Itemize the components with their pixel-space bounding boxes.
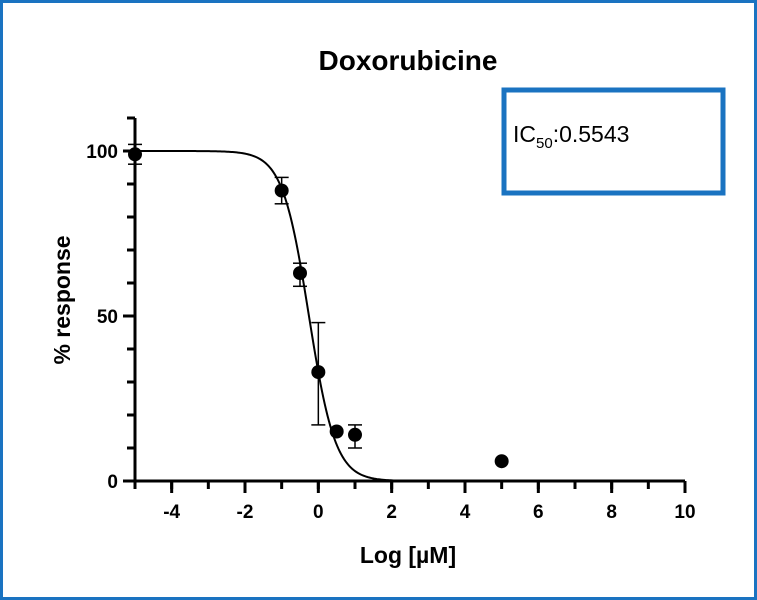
data-point [274, 183, 289, 198]
fit-curve [135, 150, 685, 482]
data-point [293, 266, 307, 281]
data-point [348, 427, 362, 442]
x-tick-label: 8 [606, 502, 617, 523]
x-tick-label: -4 [163, 502, 180, 523]
data-points [128, 147, 509, 469]
error-bars [128, 143, 362, 449]
ic50-annotation: IC50:0.5543 [501, 87, 726, 196]
x-tick-label: -2 [237, 502, 254, 523]
data-point [128, 147, 142, 162]
ic50-value: :0.5543 [553, 121, 630, 147]
ic50-label-subscript: 50 [536, 135, 553, 152]
data-point [494, 454, 509, 469]
y-axis-label: % response [49, 235, 75, 364]
x-tick-label: 4 [460, 502, 471, 523]
x-tick-label: 6 [533, 502, 544, 523]
y-tick-label: 50 [97, 307, 118, 328]
ic50-box [501, 87, 726, 196]
y-tick-label: 0 [107, 472, 118, 493]
y-tick-label: 100 [86, 142, 118, 163]
ic50-label-main: IC [513, 121, 536, 147]
ic50-label: IC50:0.5543 [513, 121, 629, 152]
x-tick-label: 2 [386, 502, 397, 523]
data-point [311, 365, 326, 380]
fit-curve-group [135, 150, 685, 482]
data-point [329, 424, 344, 439]
x-tick-label: 0 [313, 502, 324, 523]
chart-title: Doxorubicine [319, 45, 498, 76]
x-axis-label: Log [µM] [360, 542, 456, 568]
axes [133, 118, 685, 483]
x-tick-label: 10 [674, 502, 695, 523]
